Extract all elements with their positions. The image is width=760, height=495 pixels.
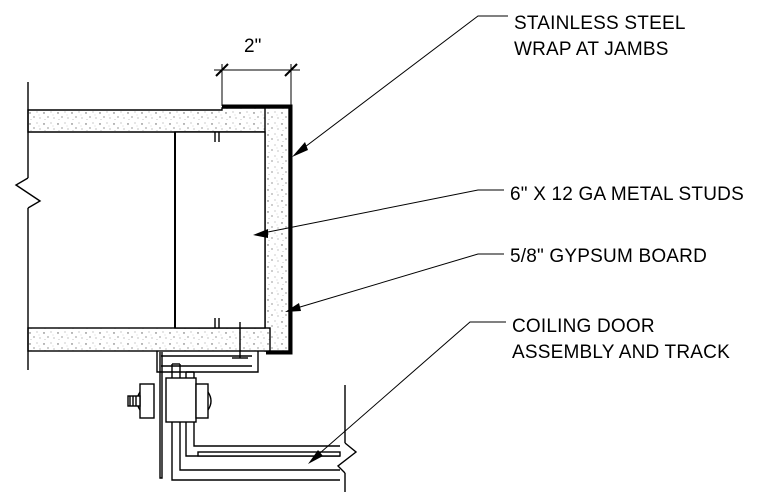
door-track-angle [127, 352, 341, 481]
dimension-label: 2" [244, 36, 261, 57]
door-curtain-break-line [336, 385, 358, 492]
wall-break-line [14, 82, 42, 370]
callout-studs: 6" X 12 GA METAL STUDS [510, 184, 744, 205]
embed-angle [156, 322, 259, 373]
leader-coiling [308, 321, 506, 464]
metal-stud [174, 131, 266, 329]
callout-gypsum: 5/8" GYPSUM BOARD [510, 246, 707, 267]
callout-stainless-line2: WRAP AT JAMBS [514, 39, 669, 60]
callout-stainless-line1: STAINLESS STEEL [514, 13, 686, 34]
leader-gypsum [285, 253, 504, 312]
stainless-steel-wrap [222, 104, 293, 355]
callout-coiling-line2: ASSEMBLY AND TRACK [512, 342, 730, 363]
gypsum-board-top [27, 107, 271, 133]
leader-stainless [292, 15, 508, 157]
dimension-2in [214, 63, 300, 106]
leader-studs [253, 189, 504, 238]
callout-coiling-line1: COILING DOOR [512, 316, 655, 337]
gypsum-board-side [264, 107, 290, 352]
gypsum-board-bottom [27, 327, 271, 352]
